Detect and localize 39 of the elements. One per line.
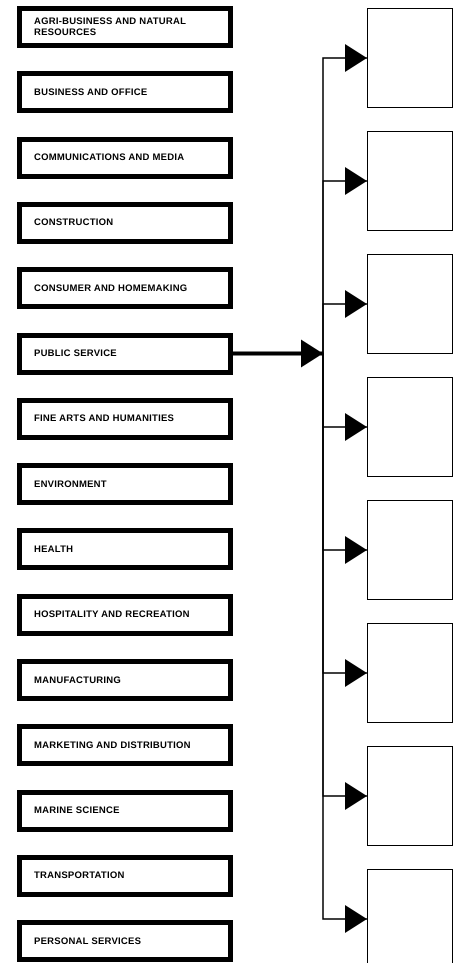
empty-box [367,131,453,231]
category-box [17,724,233,766]
arrow [233,340,323,368]
category-box [17,136,233,179]
category-label: PUBLIC SERVICE [34,348,118,359]
category-label: MARINE SCIENCE [34,805,121,816]
category-box [17,920,233,962]
category-label: HOSPITALITY AND RECREATION [34,609,191,620]
empty-box [367,746,453,846]
category-label: HEALTH [34,544,74,555]
category-box [17,854,233,897]
empty-box [367,377,453,477]
empty-box [367,500,453,600]
category-label: AGRI-BUSINESS AND NATURAL RESOURCES [34,16,187,38]
category-label: ENVIRONMENT [34,478,108,490]
category-label: COMMUNICATIONS AND MEDIA [34,152,186,164]
category-label: PERSONAL SERVICES [34,936,142,947]
category-box [17,790,233,832]
category-box [17,71,233,114]
category-label: CONSTRUCTION [34,217,114,228]
category-label: TRANSPORTATION [34,870,126,882]
empty-box [367,8,453,108]
category-box [17,6,233,48]
category-label: MANUFACTURING [34,674,122,686]
category-box [17,398,233,440]
category-box [17,332,233,374]
category-box [17,267,233,310]
empty-box [367,623,453,723]
category-label: CONSUMER AND HOMEMAKING [34,282,188,294]
category-box [17,202,233,244]
category-label: BUSINESS AND OFFICE [34,86,148,98]
category-label: MARKETING AND DISTRIBUTION [34,740,192,751]
category-label: FINE ARTS AND HUMANITIES [34,413,176,424]
category-box [17,659,233,701]
empty-box [367,254,453,354]
category-box [17,463,233,506]
category-box [17,528,233,570]
category-box [17,594,233,636]
empty-box [367,869,453,963]
